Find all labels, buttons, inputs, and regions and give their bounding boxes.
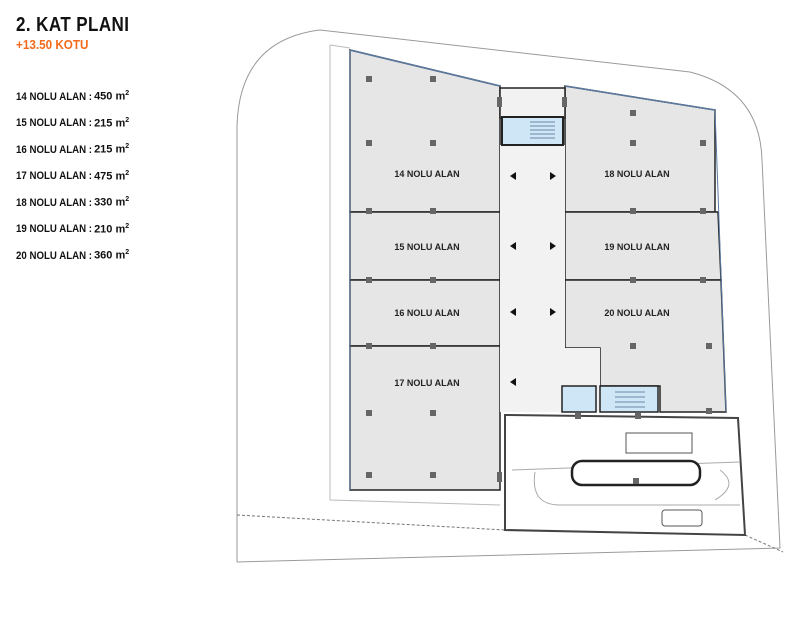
facade-line — [349, 49, 501, 87]
room-label-17: 17 NOLU ALAN — [394, 378, 459, 388]
stair-core-top — [501, 116, 564, 146]
facade-line — [714, 109, 727, 413]
area-exp: 2 — [125, 116, 130, 124]
stairs-icon — [530, 121, 555, 139]
stair-core-bottom — [599, 385, 659, 413]
room-15 — [349, 211, 501, 281]
terrace — [329, 44, 501, 506]
area-item: 14 NOLU ALAN : 450 m2 — [16, 90, 129, 117]
area-unit: m — [115, 117, 126, 130]
area-value: 210 — [94, 223, 113, 236]
area-value: 475 — [94, 170, 113, 183]
entrance-arrows — [510, 172, 556, 386]
area-unit: m — [115, 170, 126, 183]
area-label: 20 NOLU ALAN : — [16, 249, 93, 262]
area-item: 19 NOLU ALAN : 210 m2 — [16, 223, 129, 250]
stairs-icon — [615, 391, 645, 408]
area-unit: m — [115, 249, 126, 262]
ramp-island — [570, 459, 702, 487]
elevator-core — [561, 385, 597, 413]
area-unit: m — [115, 90, 126, 103]
site-boundary — [236, 29, 781, 563]
area-unit: m — [115, 223, 126, 236]
area-value: 215 — [94, 143, 113, 156]
area-label: 14 NOLU ALAN : — [16, 90, 93, 103]
area-item: 20 NOLU ALAN : 360 m2 — [16, 249, 129, 276]
area-item: 16 NOLU ALAN : 215 m2 — [16, 143, 129, 170]
room-label-16: 16 NOLU ALAN — [394, 308, 459, 318]
area-label: 18 NOLU ALAN : — [16, 196, 93, 209]
corridor — [500, 145, 600, 412]
area-unit: m — [115, 196, 126, 209]
room-label-20: 20 NOLU ALAN — [604, 308, 669, 318]
area-value: 330 — [94, 196, 113, 209]
room-label-14: 14 NOLU ALAN — [394, 169, 459, 179]
facade-line — [564, 85, 716, 111]
room-label-19: 19 NOLU ALAN — [604, 242, 669, 252]
area-label: 17 NOLU ALAN : — [16, 170, 93, 183]
area-exp: 2 — [125, 169, 130, 177]
area-value: 450 — [94, 90, 113, 103]
room-label-15: 15 NOLU ALAN — [394, 242, 459, 252]
room-label-18: 18 NOLU ALAN — [604, 169, 669, 179]
area-value: 360 — [94, 249, 113, 262]
area-exp: 2 — [125, 249, 130, 256]
area-exp: 2 — [125, 196, 130, 203]
area-label: 15 NOLU ALAN : — [16, 117, 93, 130]
area-unit: m — [115, 143, 126, 156]
area-exp: 2 — [125, 143, 130, 150]
area-item: 17 NOLU ALAN : 475 m2 — [16, 170, 129, 197]
columns — [366, 76, 712, 484]
area-exp: 2 — [125, 90, 130, 97]
area-exp: 2 — [125, 222, 130, 230]
site-line-dashed — [236, 514, 784, 553]
area-item: 15 NOLU ALAN : 215 m2 — [16, 117, 129, 144]
elevation-label: +13.50 KOTU — [16, 37, 89, 52]
area-label: 16 NOLU ALAN : — [16, 143, 93, 156]
area-label: 19 NOLU ALAN : — [16, 223, 93, 236]
room-16 — [349, 279, 501, 347]
room-18 — [564, 85, 716, 213]
room-14 — [349, 49, 501, 213]
area-list: 14 NOLU ALAN : 450 m2 15 NOLU ALAN : 215… — [16, 90, 129, 276]
core-top — [499, 87, 566, 119]
car-icon — [661, 509, 703, 527]
area-value: 215 — [94, 117, 113, 130]
area-item: 18 NOLU ALAN : 330 m2 — [16, 196, 129, 223]
page-title: 2. KAT PLANI — [16, 14, 130, 36]
truck-icon — [625, 432, 693, 454]
room-17 — [349, 345, 501, 491]
